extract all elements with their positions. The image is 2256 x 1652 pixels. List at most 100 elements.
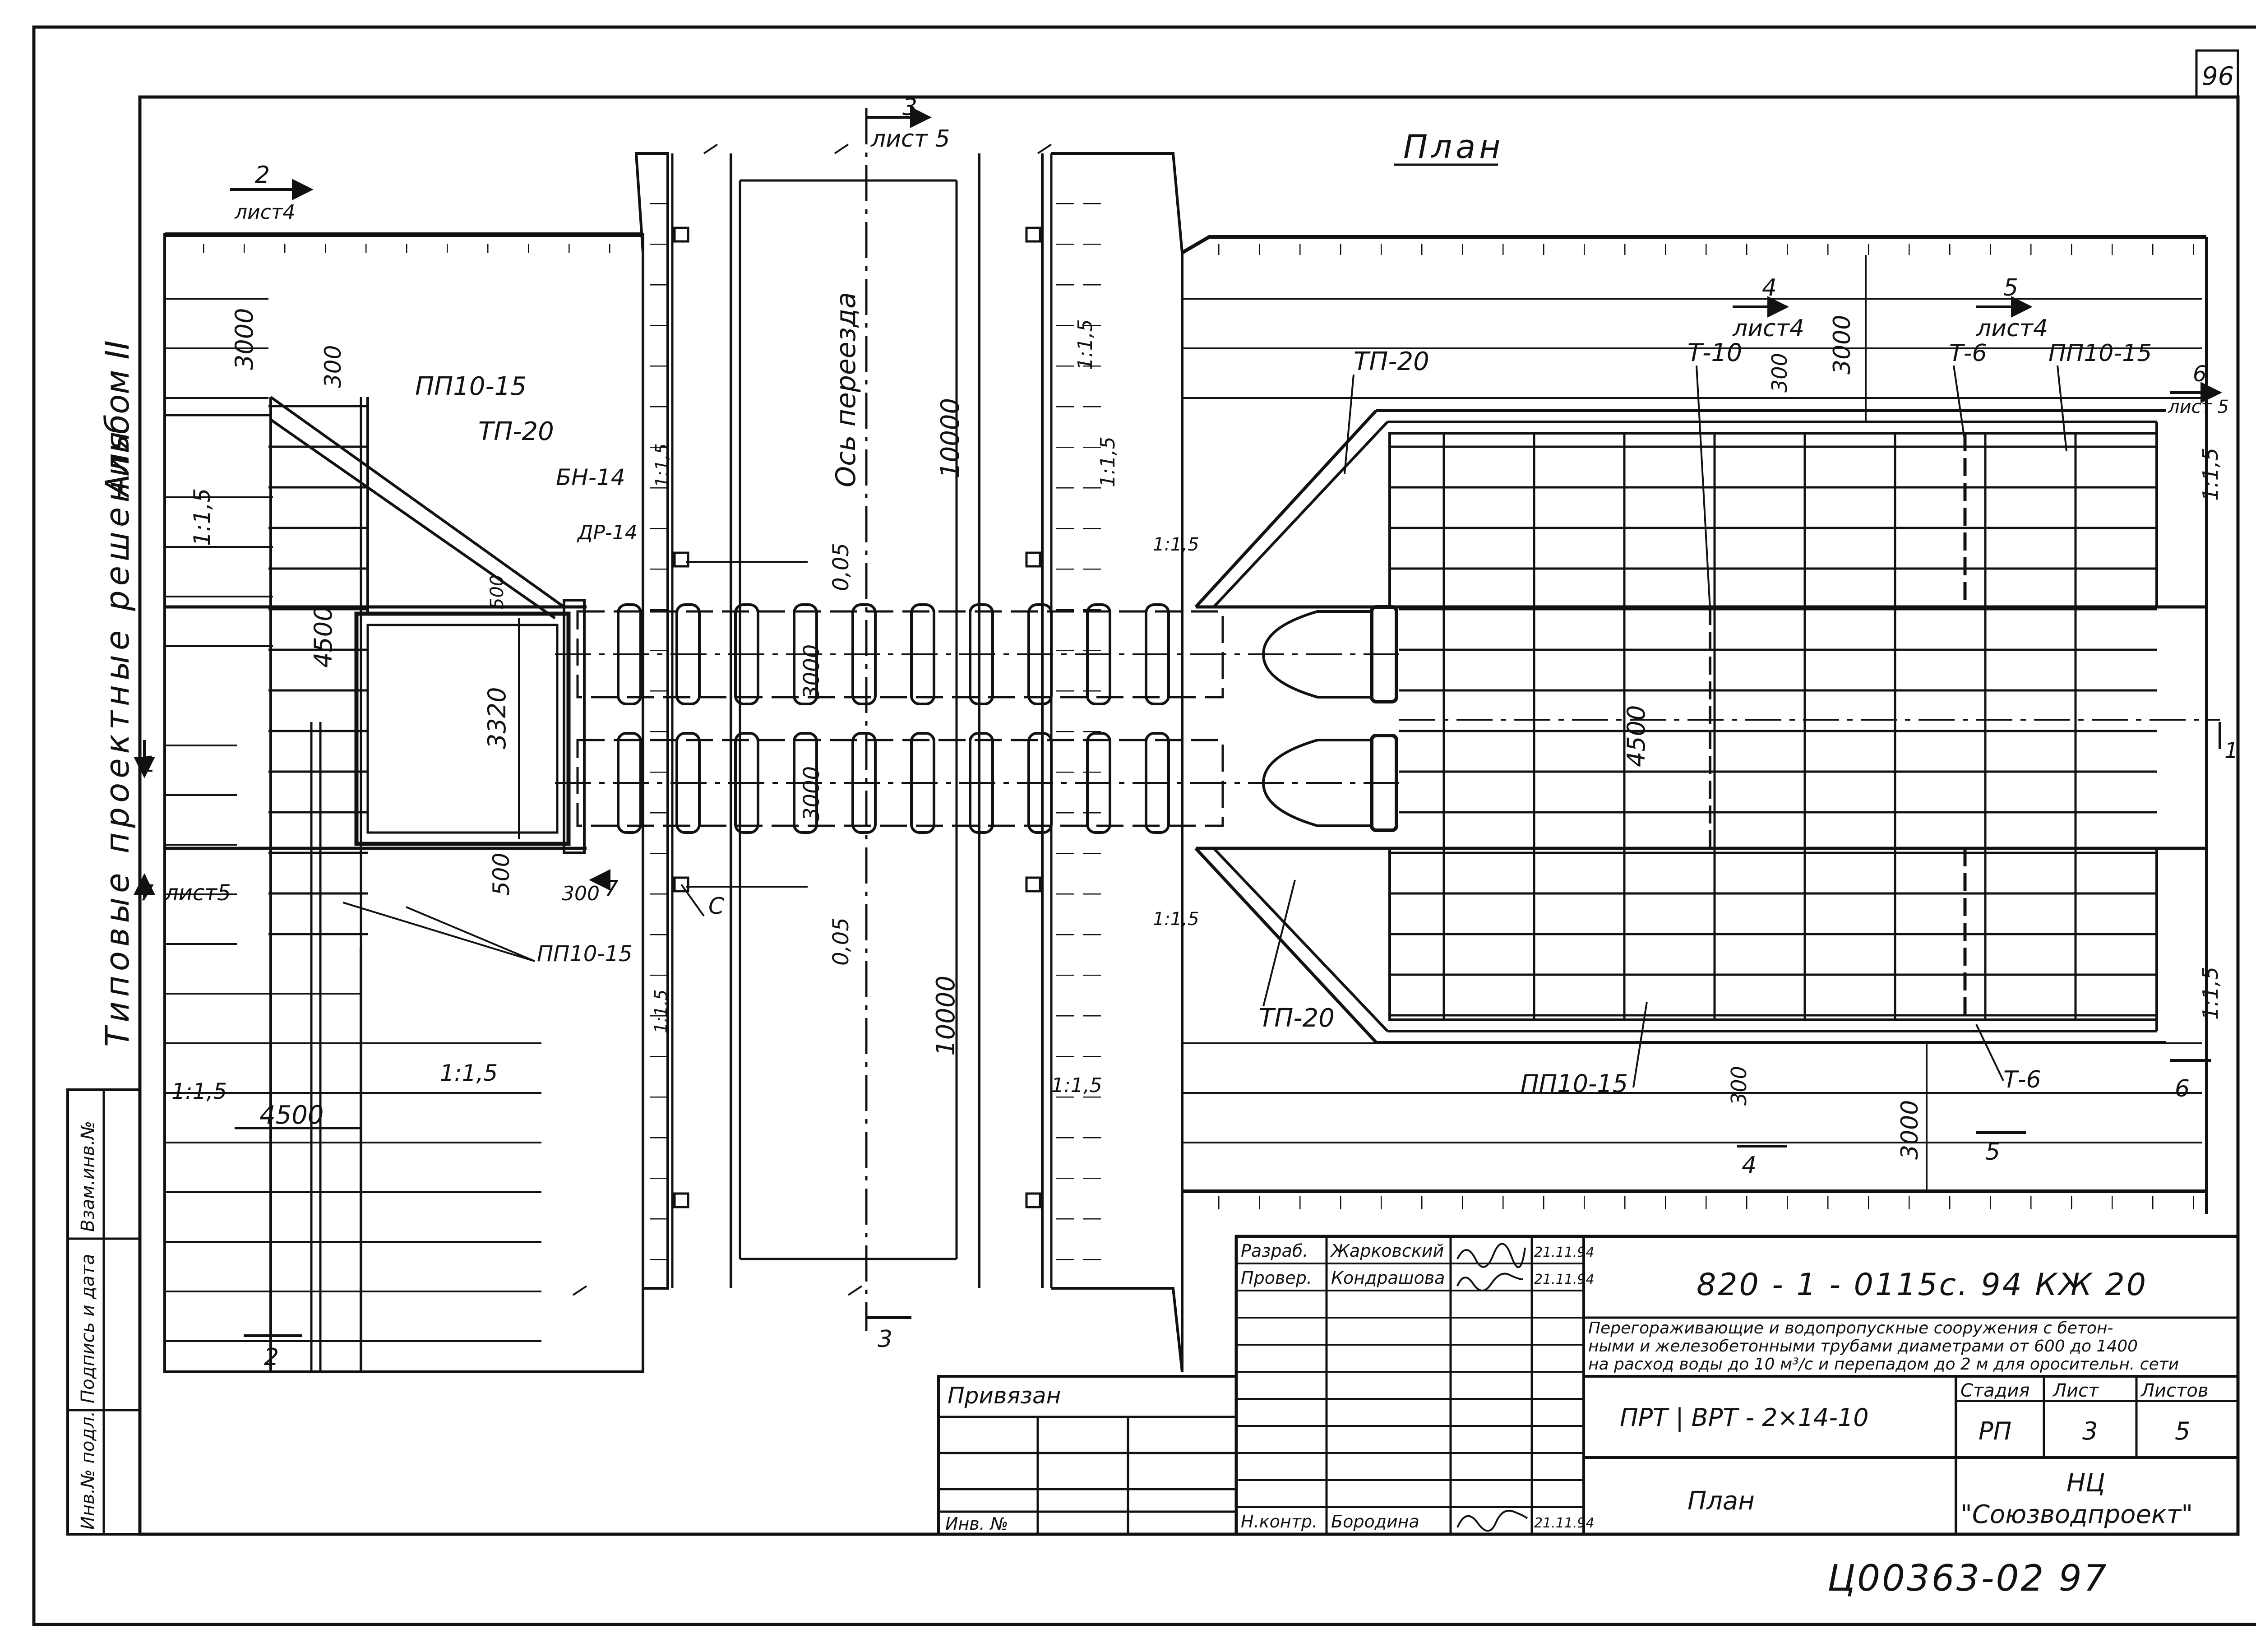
tb-code: 820 - 1 - 0115с. 94 КЖ 20 — [1697, 1267, 2148, 1303]
tb-sheet-name: План — [1687, 1486, 1755, 1516]
section-7-num: 7 — [140, 880, 154, 906]
label-pp-4: ПП10-15 — [1521, 1069, 1628, 1098]
section-5-num: 5 — [2003, 274, 2018, 301]
tb-date-0: 21.11.94 — [1534, 1245, 1595, 1260]
inlet-headwall — [354, 599, 586, 854]
tb-role-1: Провер. — [1241, 1268, 1312, 1288]
slope-8: 1:1,5 — [1153, 909, 1199, 930]
slope-6: 1:1,5 — [1074, 319, 1097, 370]
label-dr: ДР-14 — [577, 521, 638, 544]
section-6-sheet: лист 5 — [2168, 397, 2229, 417]
label-tp-3: ТП-20 — [1259, 1004, 1335, 1033]
slope-12: 1:1,5 — [2198, 967, 2223, 1020]
dim-3000-left: 3000 — [230, 308, 259, 370]
tb-inv: Инв. № — [945, 1514, 1008, 1534]
dim-3000-right-top: 3000 — [1829, 315, 1856, 375]
tb-sheet-label: Лист — [2052, 1380, 2099, 1401]
section-2-bottom: 2 — [264, 1344, 279, 1371]
tb-sheets-total: 5 — [2175, 1417, 2190, 1445]
label-bn: БН-14 — [556, 464, 625, 491]
dim-500-top: 500 — [487, 575, 508, 609]
tb-desc-2: на расход воды до 10 м³/с и перепадом до… — [1588, 1355, 2179, 1374]
section-7-right: 7 — [605, 876, 619, 901]
tb-desc-1: ными и железобетонными трубами диаметрам… — [1588, 1337, 2138, 1356]
dim-005-bottom: 0,05 — [828, 917, 854, 966]
section-4-sheet: лист4 — [1732, 315, 1804, 342]
section-3-num: 3 — [902, 94, 917, 121]
dim-10000-top: 10000 — [936, 398, 965, 478]
sheet-corner-number: 96 — [2202, 62, 2234, 91]
slope-9: 1:1,5 — [1051, 1074, 1102, 1097]
dim-3320: 3320 — [483, 687, 511, 749]
tb-desc-0: Перегораживающие и водопропускные сооруж… — [1588, 1319, 2113, 1337]
right-wing-top — [1194, 409, 2166, 608]
album-line-label: Типовые проектные решения — [98, 427, 136, 1047]
tb-name-0: Жарковский — [1330, 1241, 1444, 1261]
road-markers — [673, 227, 1041, 1208]
pipe-outlets — [1262, 605, 1398, 832]
section-3-sheet: лист 5 — [870, 125, 950, 153]
label-pp-2: ПП10-15 — [2048, 340, 2152, 367]
tb-object: ПРТ | ВРТ - 2×14-10 — [1620, 1403, 1869, 1432]
signatures — [1456, 1243, 1528, 1532]
pipe-joints — [617, 603, 1170, 834]
section-6-bottom: 6 — [2175, 1075, 2190, 1102]
slope-10: 1:1,5 — [1096, 436, 1119, 487]
dim-500-bottom: 500 — [488, 853, 514, 896]
label-t10: Т-10 — [1687, 338, 1742, 367]
label-pp-3: ПП10-15 — [537, 941, 633, 967]
road-crossing — [572, 108, 1183, 1372]
section-2-num: 2 — [255, 162, 270, 189]
label-tp-2: ТП-20 — [1354, 347, 1429, 376]
label-tp-1: ТП-20 — [478, 417, 554, 446]
tb-org-1: НЦ — [2066, 1468, 2105, 1498]
section-4-num: 4 — [1762, 274, 1777, 301]
slope-7: 1:1,5 — [1153, 534, 1199, 555]
tb-name-2: Бородина — [1331, 1512, 1419, 1532]
tb-sheet-no: 3 — [2082, 1417, 2098, 1445]
apron-center — [1399, 607, 2157, 848]
slope-1: 1:1,5 — [189, 488, 215, 546]
dim-300-bottom: 300 — [562, 882, 600, 905]
point-c-label: C — [708, 893, 724, 919]
section-7-sheet: лист5 — [164, 880, 231, 906]
tb-stage: РП — [1979, 1417, 2011, 1445]
pipe-lower — [555, 739, 1399, 827]
plan-title: План — [1403, 128, 1504, 166]
section-6-num: 6 — [2193, 361, 2207, 387]
section-5-sheet: лист4 — [1976, 315, 2048, 342]
dim-3000-right-bottom: 3000 — [1896, 1100, 1923, 1160]
tb-role-0: Разраб. — [1241, 1241, 1308, 1261]
slope-2: 1:1,5 — [440, 1060, 498, 1086]
stamp-inv: Инв.№ подл. — [78, 1411, 98, 1530]
dim-3000-pipe-top: 3000 — [799, 644, 824, 699]
left-embankment — [163, 232, 644, 1373]
section-2-sheet: лист4 — [234, 201, 296, 224]
title-block-lines — [937, 1235, 2240, 1536]
archive-number: Ц00363-02 97 — [1827, 1557, 2108, 1599]
stamp-podpis: Подпись и дата — [78, 1254, 98, 1403]
slope-11: 1:1,5 — [2198, 448, 2223, 501]
tb-org-2: "Союзводпроект" — [1960, 1500, 2193, 1529]
section-5-bottom: 5 — [1985, 1138, 2000, 1166]
right-wing-bottom — [1194, 847, 2166, 1044]
tb-date-2: 21.11.94 — [1534, 1515, 1595, 1531]
album-label: Альбом II — [98, 340, 136, 498]
label-t6-bottom: Т-6 — [2003, 1066, 2041, 1093]
section-1-right: 1 — [2224, 738, 2238, 764]
tb-attached: Привязан — [948, 1383, 1061, 1409]
dim-005-top: 0,05 — [828, 543, 854, 591]
tb-role-2: Н.контр. — [1241, 1512, 1318, 1532]
dim-4500-left: 4500 — [309, 606, 337, 668]
tb-sheets-label: Листов — [2140, 1380, 2208, 1401]
tb-date-1: 21.11.94 — [1534, 1272, 1595, 1287]
section-marks — [134, 106, 2222, 1337]
dim-300-right-bottom: 300 — [1727, 1066, 1751, 1106]
dim-4500-bottom-left: 4500 — [259, 1101, 324, 1130]
left-stamp-column — [66, 1088, 141, 1536]
tb-stage-label: Стадия — [1960, 1380, 2029, 1401]
slope-3: 1:1,5 — [171, 1079, 227, 1104]
dim-4500-right: 4500 — [1622, 705, 1650, 767]
section-1-left: 1 — [142, 752, 156, 777]
